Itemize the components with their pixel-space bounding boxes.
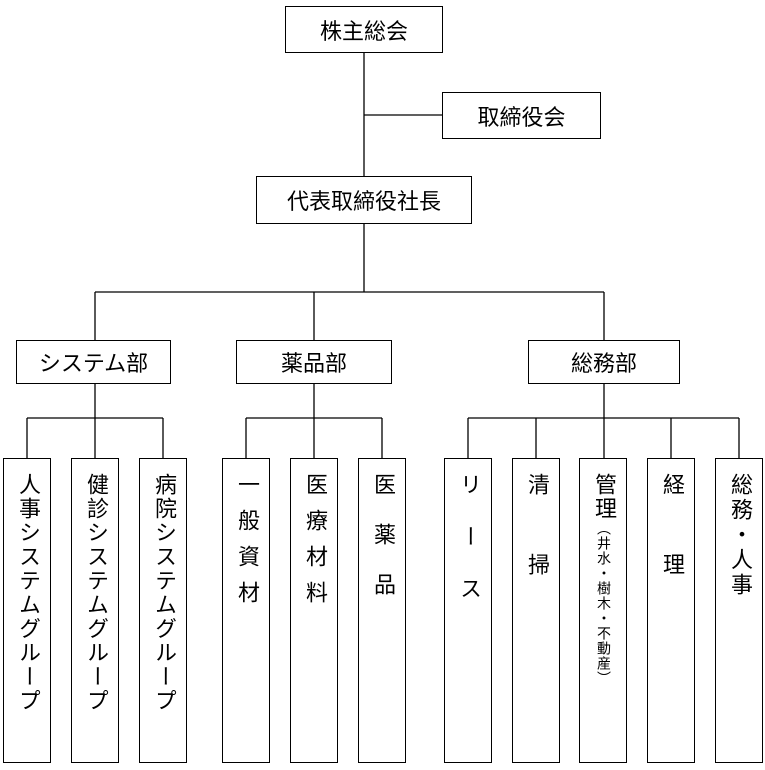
group-label: 総務・人事 — [727, 473, 752, 598]
pharma-department-box: 薬品部 — [236, 340, 392, 384]
shareholders-meeting-label: 株主総会 — [319, 19, 408, 45]
group-label: 人事システムグループ — [15, 473, 40, 713]
group-box: 管理（井水・樹木・不動産） — [579, 458, 627, 763]
group-label: リース — [456, 473, 481, 629]
system-department-box: システム部 — [16, 340, 171, 384]
pharma-department-label: 薬品部 — [280, 352, 347, 377]
group-box: 総務・人事 — [715, 458, 763, 763]
shareholders-meeting-box: 株主総会 — [285, 6, 443, 53]
group-sublabel: （井水・樹木・不動産） — [595, 521, 611, 686]
group-box: 健診システムグループ — [71, 458, 119, 763]
group-label: 管理 — [591, 473, 616, 521]
president-box: 代表取締役社長 — [256, 176, 472, 224]
system-department-label: システム部 — [38, 352, 149, 377]
group-label: 医薬品 — [370, 473, 395, 623]
group-label-wrap: 管理（井水・樹木・不動産） — [591, 473, 616, 686]
group-box: 経理 — [647, 458, 695, 763]
group-label: 清掃 — [524, 473, 549, 633]
group-box: 清掃 — [512, 458, 560, 763]
group-label: 経理 — [659, 473, 684, 633]
group-box: リース — [444, 458, 492, 763]
group-box: 病院システムグループ — [139, 458, 187, 763]
group-box: 医療材料 — [290, 458, 338, 763]
president-label: 代表取締役社長 — [286, 190, 441, 215]
board-of-directors-label: 取締役会 — [477, 105, 566, 131]
group-label: 健診システムグループ — [83, 473, 108, 713]
group-box: 人事システムグループ — [3, 458, 51, 763]
group-box: 医薬品 — [358, 458, 406, 763]
group-label: 一般資材 — [234, 473, 259, 617]
board-of-directors-box: 取締役会 — [442, 92, 601, 139]
general-affairs-department-box: 総務部 — [528, 340, 680, 384]
group-label: 病院システムグループ — [151, 473, 176, 713]
group-label: 医療材料 — [302, 473, 327, 617]
general-affairs-department-label: 総務部 — [570, 352, 637, 377]
group-box: 一般資材 — [222, 458, 270, 763]
